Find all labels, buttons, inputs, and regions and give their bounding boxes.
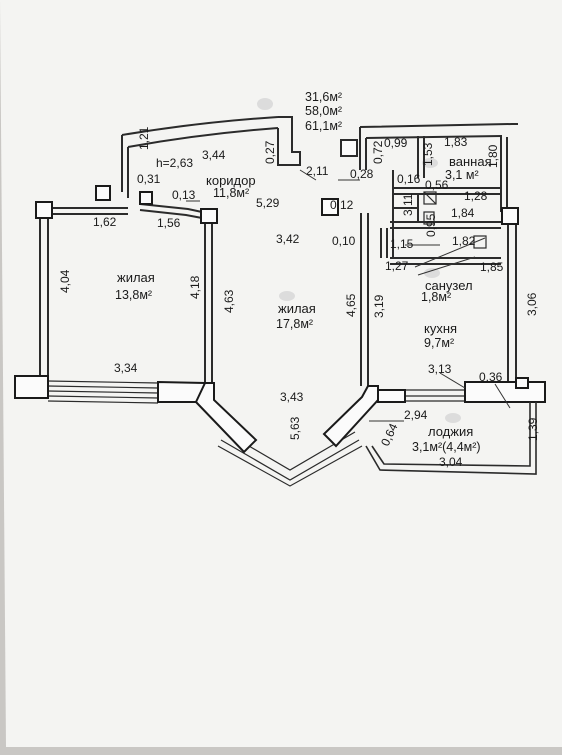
- dim-0-12: 0,12: [330, 198, 354, 212]
- room-living1-area: 13,8м²: [115, 288, 152, 302]
- dim-5-29: 5,29: [256, 196, 280, 210]
- dim-0-31: 0,31: [137, 172, 161, 186]
- dim-3-43: 3,43: [280, 390, 304, 404]
- dim-1-27: 1,27: [385, 259, 409, 273]
- room-loggia-area: 3,1м²(4,4м²): [412, 440, 481, 454]
- walls: [39, 116, 518, 386]
- dim-3-13: 3,13: [428, 362, 452, 376]
- dim-0-95: 0,95: [424, 213, 438, 237]
- dim-0-72: 0,72: [371, 140, 385, 164]
- dim-0-16: 0,16: [397, 172, 421, 186]
- exterior-wall-segments: [14, 375, 546, 454]
- loggia-outline: [365, 402, 537, 475]
- dim-4-63: 4,63: [222, 289, 236, 313]
- dim-3-34: 3,34: [114, 361, 138, 375]
- dim-1-39: 1,39: [526, 417, 540, 441]
- total-area-with-loggia: 61,1м²: [305, 119, 342, 133]
- room-living2-name: жилая: [278, 301, 316, 316]
- room-bathroom-area: 3,1 м²: [445, 168, 479, 182]
- dim-3-44: 3,44: [202, 148, 226, 162]
- dim-1-84: 1,84: [451, 206, 475, 220]
- dim-1-21: 1,21: [137, 126, 151, 150]
- room-kitchen-area: 9,7м²: [424, 336, 454, 350]
- dim-2-11: 2,11: [306, 164, 329, 178]
- dim-0-10: 0,10: [332, 234, 356, 248]
- dim-4-18: 4,18: [188, 275, 202, 299]
- wall-top-right: [359, 123, 518, 128]
- room-wc-name: санузел: [425, 278, 473, 293]
- dim-0-56: 0,56: [425, 178, 449, 192]
- dim-4-65: 4,65: [344, 293, 358, 317]
- room-wc-area: 1,8м²: [421, 290, 451, 304]
- room-bathroom-name: ванная: [449, 154, 492, 169]
- dim-2-94: 2,94: [404, 408, 428, 422]
- total-living-area: 31,6м²: [305, 90, 342, 104]
- ceiling-height: h=2,63: [156, 156, 193, 170]
- room-living1-name: жилая: [117, 270, 155, 285]
- dim-0-99: 0,99: [384, 136, 408, 150]
- total-area: 58,0м²: [305, 104, 342, 118]
- plumbing-fixtures: [423, 191, 487, 249]
- dim-0-36: 0,36: [479, 370, 503, 384]
- dim-1-82: 1,82: [452, 234, 476, 248]
- dim-1-53: 1,53: [421, 142, 435, 166]
- dim-1-80: 1,80: [486, 144, 500, 168]
- wall-top-corridor: [121, 116, 279, 136]
- dim-0-13: 0,13: [172, 188, 196, 202]
- dim-3-06: 3,06: [525, 292, 539, 316]
- room-loggia-name: лоджия: [428, 424, 473, 439]
- room-kitchen-name: кухня: [424, 321, 457, 336]
- dim-1-85: 1,85: [480, 260, 504, 274]
- dim-1-83: 1,83: [444, 135, 468, 149]
- dim-1-28: 1,28: [464, 189, 488, 203]
- redaction-marks: [257, 98, 461, 423]
- dim-0-27: 0,27: [263, 140, 277, 164]
- dimension-lines: [186, 169, 511, 422]
- dim-1-62: 1,62: [93, 215, 117, 229]
- dim-3-11: 3,11: [401, 193, 415, 216]
- dim-3-42: 3,42: [276, 232, 300, 246]
- dim-1-15: 1,15: [390, 237, 414, 251]
- dim-3-04: 3,04: [439, 455, 463, 469]
- dim-3-19: 3,19: [372, 294, 386, 318]
- columns: [35, 185, 519, 225]
- dim-5-63: 5,63: [288, 416, 302, 440]
- room-corridor-area: 11,8м²: [213, 186, 249, 200]
- room-corridor-name: коридор: [206, 173, 256, 188]
- dim-1-56: 1,56: [157, 216, 181, 230]
- dim-0-28: 0,28: [350, 167, 374, 181]
- room-living2-area: 17,8м²: [276, 317, 313, 331]
- dim-4-04: 4,04: [58, 269, 72, 293]
